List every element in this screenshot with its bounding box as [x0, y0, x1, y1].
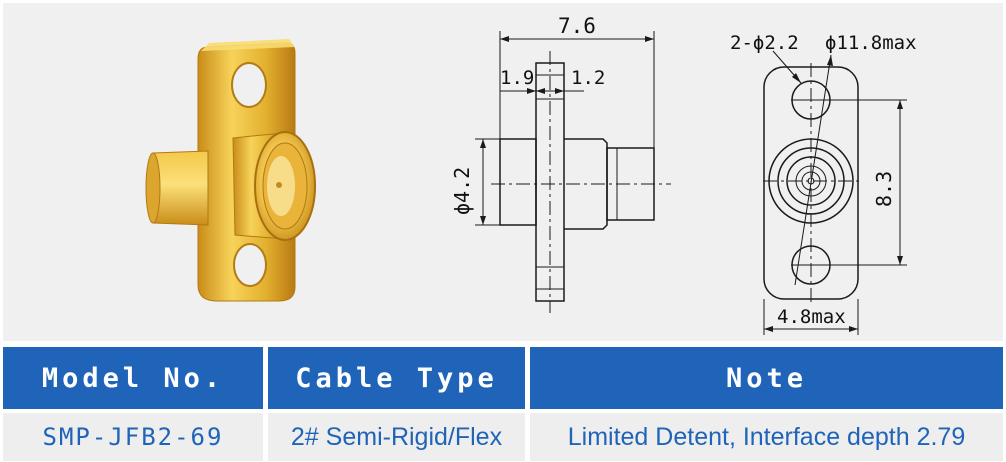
table-header-row: Model No. Cable Type Note: [3, 347, 1003, 409]
flange-width-label: 4.8max: [777, 306, 846, 328]
connector-photo: [145, 39, 316, 302]
figure-svg: 7.6 1.9 1.2 ϕ4.2: [145, 14, 917, 335]
header-note: Note: [530, 347, 1003, 409]
lower-mount-hole: [233, 243, 267, 287]
overall-length-label: 7.6: [558, 14, 596, 38]
spec-table: Model No. Cable Type Note SMP-JFB2-69 2#…: [3, 347, 1003, 461]
header-model-no: Model No.: [3, 347, 268, 409]
rear-body-profile: [499, 138, 537, 226]
cell-model-no: SMP-JFB2-69: [3, 409, 268, 461]
figure-panel: 7.6 1.9 1.2 ϕ4.2: [3, 3, 1003, 341]
cell-note: Limited Detent, Interface depth 2.79: [530, 409, 1003, 461]
cell-cable-type: 2# Semi-Rigid/Flex: [268, 409, 530, 461]
header-cable-type: Cable Type: [268, 347, 530, 409]
mount-holes-label: 2-ϕ2.2: [730, 32, 799, 54]
flange-offset-label: 1.9: [500, 67, 534, 89]
hole-spacing-label: 8.3: [872, 171, 896, 207]
upper-mount-hole: [231, 62, 267, 108]
front-view-drawing: [763, 50, 907, 335]
center-pin: [276, 182, 282, 188]
outer-diameter-label: ϕ11.8max: [825, 32, 917, 54]
flange-thickness-label: 1.2: [571, 67, 605, 89]
table-row: SMP-JFB2-69 2# Semi-Rigid/Flex Limited D…: [3, 409, 1003, 461]
body-diameter-label: ϕ4.2: [450, 167, 474, 215]
side-view-drawing: [475, 31, 671, 313]
